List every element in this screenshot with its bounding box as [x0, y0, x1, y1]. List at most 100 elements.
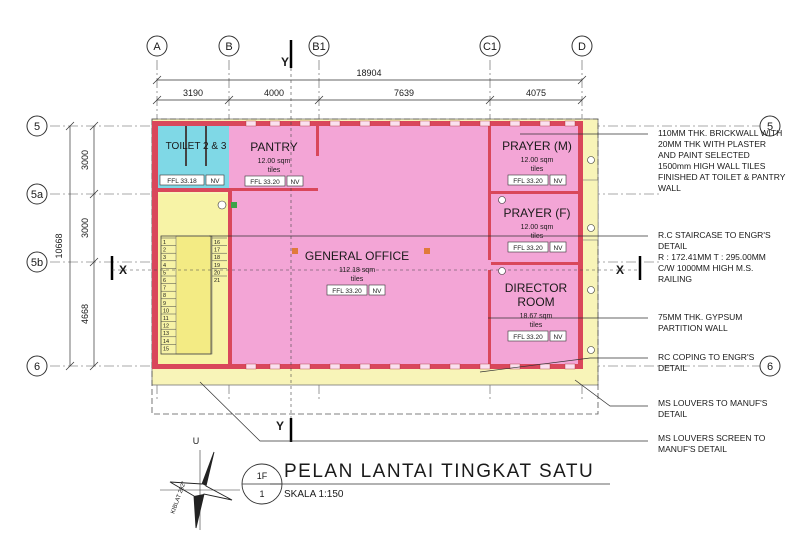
grid-bubble-d: D [571, 35, 593, 57]
grid-bubble-b1: B1 [308, 35, 330, 57]
room-label-prayer-f: PRAYER (F) 12.00 sqm tiles FFL 33.20 NV [503, 206, 571, 253]
dimension-total-width: 18904 [356, 68, 381, 78]
prayer-f-area: 12.00 sqm [521, 224, 554, 231]
window-opening [245, 120, 257, 127]
dimension-span-5b-6: 4668 [80, 304, 90, 324]
section-label-x-right: X [616, 263, 624, 277]
prayer-m-floor: tiles [531, 166, 544, 173]
stair-flight [160, 235, 212, 355]
dimension-span-b-b1: 4000 [264, 88, 284, 98]
stair-step-number: 7 [163, 286, 166, 292]
stair-step-number: 1 [163, 240, 166, 246]
window-opening [299, 120, 311, 127]
note-6-line-2: MANUF'S DETAIL [658, 444, 727, 454]
stair-step-number: 13 [163, 331, 169, 337]
note-2-line-2: DETAIL [658, 241, 687, 251]
stair-balustrade [175, 235, 213, 355]
stair-step-number: 16 [214, 240, 220, 246]
window-opening [245, 363, 257, 370]
grid-label-b1: B1 [312, 41, 325, 53]
prayer-m-area: 12.00 sqm [521, 157, 554, 164]
column-grid-bubbles: A B B1 C1 D [146, 35, 593, 57]
window-opening [269, 120, 281, 127]
wall-prayer-west [488, 126, 491, 260]
grid-bubble-b: B [218, 35, 240, 57]
prayer-m-ffl: FFL 33.20 [513, 178, 543, 185]
window-opening [564, 120, 576, 127]
dimension-span-5-5a: 3000 [80, 150, 90, 170]
director-floor: tiles [530, 322, 543, 329]
room-label-director: DIRECTOR ROOM 18.67 sqm tiles FFL 33.20 … [505, 281, 568, 342]
note-1-line-2: 20MM THK WITH PLASTER [658, 139, 766, 149]
section-label-x-left: X [119, 263, 127, 277]
equipment-markers [217, 156, 595, 354]
grid-bubble-5b: 5b [26, 251, 48, 273]
note-leaders [199, 133, 648, 442]
director-room-area [490, 268, 579, 369]
note-coping: RC COPING TO ENGR'S DETAIL [658, 352, 757, 373]
director-name-line2: ROOM [517, 295, 554, 309]
grid-label-d: D [578, 41, 586, 53]
note-2-line-5: RAILING [658, 274, 692, 284]
general-office-area: 112.18 sqm [339, 267, 375, 274]
dimension-total-height: 10668 [54, 233, 64, 258]
grid-bubble-5-left: 5 [26, 115, 48, 137]
stair-step-number: 9 [163, 301, 166, 307]
grid-label-a: A [153, 41, 161, 53]
prayer-m-name: PRAYER (M) [502, 139, 572, 153]
note-1-line-3: AND PAINT SELECTED [658, 150, 750, 160]
grid-bubble-5a: 5a [26, 183, 48, 205]
wall-pantry-east [316, 126, 319, 156]
note-3-line-1: 75MM THK. GYPSUM [658, 312, 742, 322]
stair-step-number: 11 [163, 316, 169, 322]
toilet-finish: NV [210, 178, 220, 185]
note-1-line-4: 1500mm HIGH WALL TILES [658, 161, 766, 171]
north-compass: U KIBLAT 292° [160, 436, 240, 530]
note-5-line-2: DETAIL [658, 409, 687, 419]
stair-step-number: 10 [163, 308, 169, 314]
compass-qibla-label: KIBLAT 292° [170, 480, 188, 515]
left-dimensions: 10668 3000 3000 4668 [54, 121, 99, 371]
grid-label-5-right: 5 [767, 121, 773, 133]
general-office-ffl: FFL 33.20 [332, 288, 362, 295]
grid-bubble-c1: C1 [479, 35, 501, 57]
toilet-partition-1 [185, 126, 187, 166]
title-scale: SKALA 1:150 [284, 489, 344, 500]
window-opening [509, 120, 521, 127]
window-opening [419, 363, 431, 370]
note-brickwall: 110MM THK. BRICKWALL WITH 20MM THK WITH … [658, 128, 788, 193]
wall-director-west [488, 270, 491, 369]
note-2-line-1: R.C STAIRCASE TO ENGR'S [658, 230, 771, 240]
section-label-y-bottom: Y [276, 419, 284, 433]
note-1-line-6: WALL [658, 183, 681, 193]
section-mark-x-right: X [616, 256, 642, 280]
wall-pantry-south [232, 188, 318, 191]
wall-director-north [491, 262, 579, 265]
note-4-line-2: DETAIL [658, 363, 687, 373]
stair-step-number: 19 [214, 263, 220, 269]
note-6-line-1: MS LOUVERS SCREEN TO [658, 433, 766, 443]
window-opening [389, 363, 401, 370]
stair-step-number: 6 [163, 278, 166, 284]
stair-step-number: 17 [214, 248, 220, 254]
section-mark-x-left: X [110, 256, 640, 280]
room-label-pantry: PANTRY 12.00 sqm tiles FFL 33.20 NV [244, 140, 304, 187]
toilet-partition-2 [205, 126, 207, 166]
grid-label-5b: 5b [31, 257, 43, 269]
wall-east [578, 121, 583, 369]
prayer-f-ffl: FFL 33.20 [513, 245, 543, 252]
grid-bubble-5-right: 5 [759, 115, 781, 137]
prayer-m-finish: NV [553, 178, 563, 185]
stair-step-number: 5 [163, 270, 166, 276]
window-opening [509, 363, 521, 370]
general-office-finish: NV [372, 288, 382, 295]
grid-label-c1: C1 [483, 41, 497, 53]
wall-core-east [228, 192, 232, 369]
director-finish: NV [553, 334, 563, 341]
director-ffl: FFL 33.20 [513, 334, 543, 341]
dimension-span-c1-d: 4075 [526, 88, 546, 98]
room-label-prayer-m: PRAYER (M) 12.00 sqm tiles FFL 33.20 NV [502, 139, 572, 186]
dimension-span-b1-c1: 7639 [394, 88, 414, 98]
window-opening [479, 363, 491, 370]
